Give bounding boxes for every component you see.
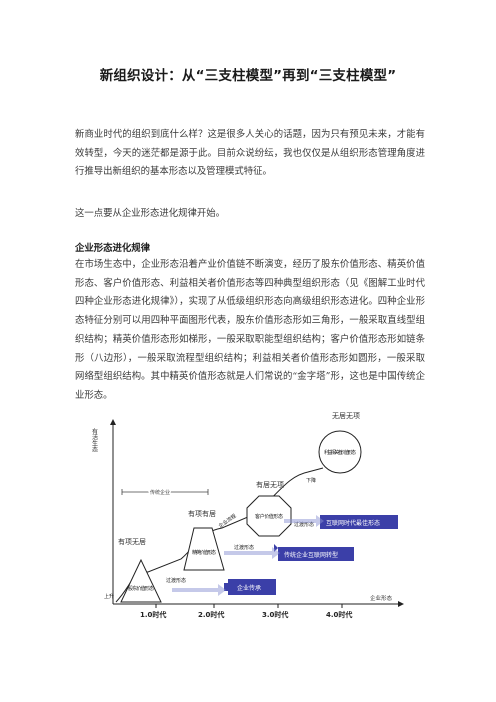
circle-shape — [318, 430, 362, 474]
transition-label: 企业流程 — [217, 512, 237, 529]
arrow-enterprise-inheritance-box — [228, 579, 276, 595]
gradient-arrow — [172, 584, 226, 596]
transition-paragraph: 这一点要从企业形态进化规律开始。 — [75, 208, 226, 219]
era-label: 2.0时代 — [198, 610, 224, 619]
intro-paragraph: 新商业时代的组织到底什么样？这是很多人关心的话题，因为只有预见未来，才能有效转型… — [75, 129, 425, 178]
triangle-shape — [120, 558, 162, 603]
shape-label: 股东价值形态 — [128, 585, 154, 592]
octagon-shape — [246, 495, 292, 537]
evolution-diagram: 有活生态 企业形态 1.0时代 2.0时代 3.0时代 4.0时代 传统企业 有… — [91, 412, 404, 619]
era-label: 1.0时代 — [140, 610, 166, 619]
arrow-label: 传统企业互联网转型 — [284, 551, 338, 559]
era-label: 3.0时代 — [262, 610, 288, 619]
trapezoid-shape — [183, 527, 225, 571]
stage-label: 无居无项 — [332, 412, 360, 420]
y-axis-label: 有活生态 — [91, 427, 98, 452]
shape-label: 精英价值形态 — [192, 549, 216, 556]
gradient-arrow — [284, 515, 324, 527]
transition-label: 下降 — [306, 477, 316, 484]
traditional-label: 传统企业 — [150, 489, 170, 496]
transition-label: 上升 — [104, 593, 114, 600]
shape-label: 客户价值形态 — [255, 513, 283, 520]
stage-label: 有项无居 — [118, 537, 146, 546]
arrow-internet-transform-box — [278, 547, 354, 561]
stage-label: 有项有居 — [188, 509, 216, 518]
section-paragraph: 在市场生态中，企业形态沿着产业价值链不断演变，经历了股东价值形态、精英价值形态、… — [75, 259, 425, 401]
transition-label: 过渡形态 — [166, 577, 186, 584]
shape-label: 利益相关者价值形态 — [324, 449, 356, 456]
stage-label: 有居无项 — [256, 480, 284, 489]
x-axis-label: 企业形态 — [370, 594, 393, 602]
arrow-label: 互联网时代最佳形态 — [326, 519, 380, 527]
page-title: 新组织设计：从“三支柱模型”再到“三支柱模型” — [99, 68, 397, 84]
section-heading: 企业形态进化规律 — [75, 243, 151, 254]
arrow-label: 企业传承 — [237, 584, 261, 592]
era-label: 4.0时代 — [326, 610, 352, 619]
transition-label: 过渡形态 — [294, 521, 314, 528]
gradient-arrow — [224, 547, 280, 559]
arrow-internet-best-box — [320, 515, 398, 529]
transition-label: 过渡形态 — [234, 544, 254, 551]
